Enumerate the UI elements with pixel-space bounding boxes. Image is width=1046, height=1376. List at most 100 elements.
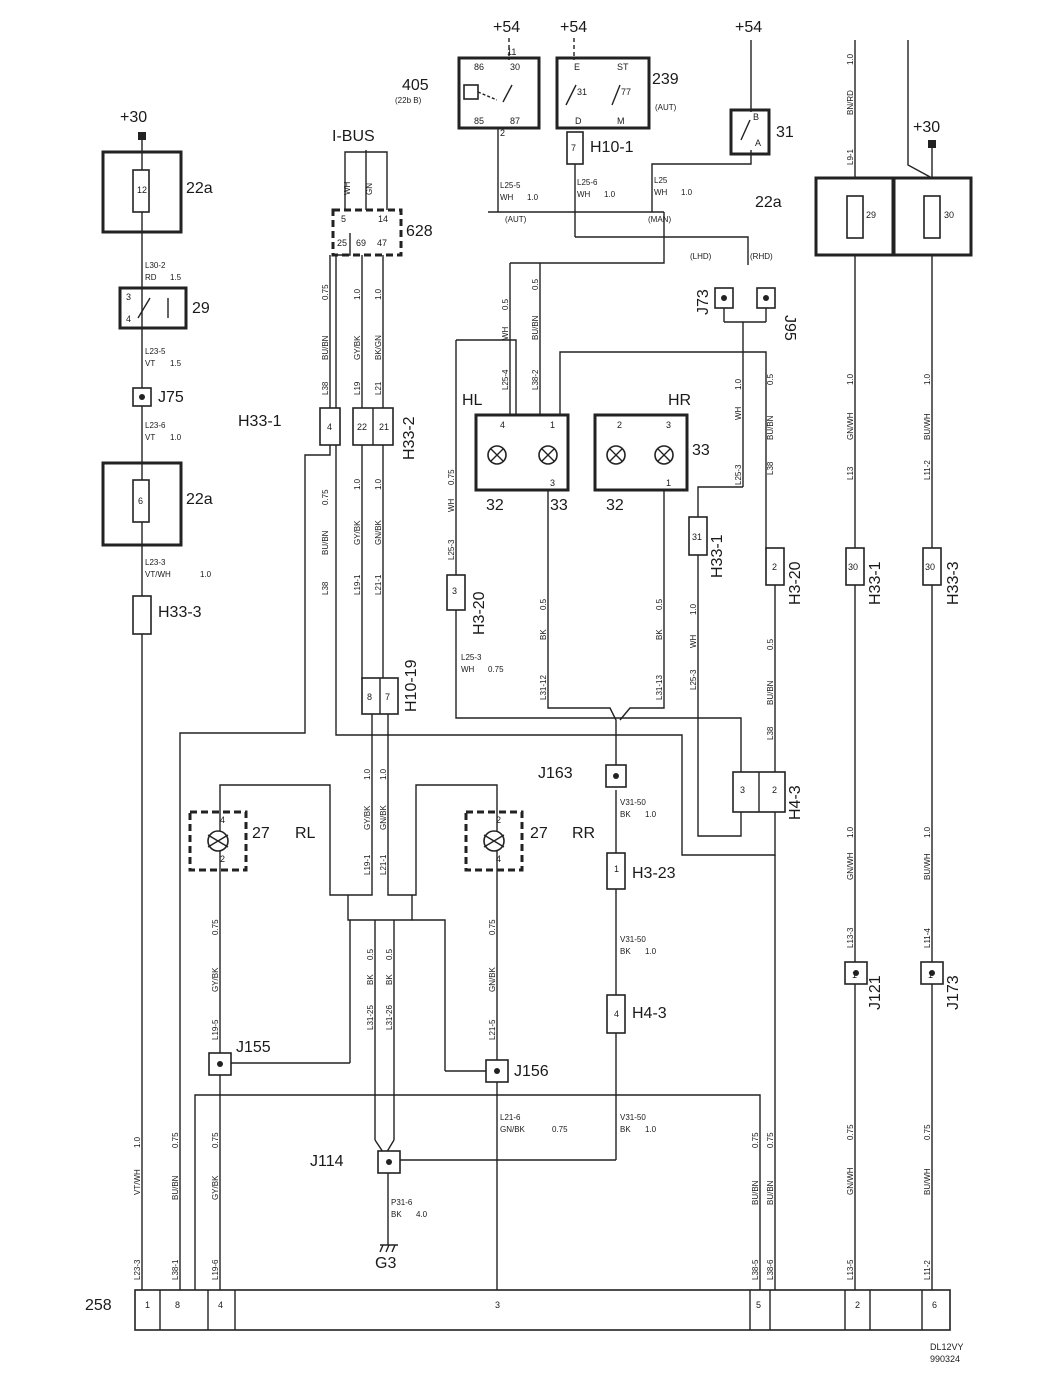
lamp-bulb-icon [487,445,674,465]
label-wires-w075: 0.75 [846,1124,855,1140]
label-wires-wh: WH [654,188,668,197]
label-wires-bubn: BU/BN [171,1175,180,1200]
label-wires-buwh: BU/WH [923,413,932,440]
component-label: 32 [606,497,624,514]
label-wires-bk: BK [391,1210,402,1219]
label-pins-b1: 1 [928,970,933,980]
label-wires-l38_6: L38-6 [766,1259,775,1280]
label-wires-bnrd: BN/RD [846,90,855,115]
label-wires-w10: 1.0 [604,190,616,199]
label-wires-w10: 1.0 [379,768,388,780]
label-pins-b1: 1 [852,970,857,980]
label-pins-sm: M [617,116,625,126]
component-label: J95 [781,315,798,341]
relay-405-box [457,56,541,130]
label-wires-l31_13: L31-13 [655,675,664,700]
label-wires-gnwh: GN/WH [846,412,855,440]
label-wires-bubn: BU/BN [531,315,540,340]
label-wires-bk: BK [620,810,631,819]
label-wires-l38_1: L38-1 [171,1259,180,1280]
label-wires-wh: WH [734,406,743,420]
label-wires-bk: BK [620,1125,631,1134]
label-wires-w05: 0.5 [766,373,775,385]
label-wires-w15: 1.5 [170,273,182,282]
fuse-number: 6 [138,496,143,506]
label-wires-gybk: GY/BK [363,805,372,830]
switch-31-box [729,108,771,156]
label-pins-ba: A [755,138,761,148]
label-pins-m5: 5 [341,214,346,224]
fuse-30-box [891,176,973,257]
switch-29-box [118,286,188,330]
label-wires-w05: 0.5 [501,298,510,310]
label-wires-v31_50: V31-50 [620,935,646,944]
label-pins-k3: 3 [126,292,131,302]
label-wires-w05: 0.5 [766,638,775,650]
label-wires-w10: 1.0 [846,373,855,385]
label-wires-w10: 1.0 [689,603,698,615]
label-pins-h22: 22 [357,422,367,432]
label-pins-m69: 69 [356,238,366,248]
connector-258-bar [134,1289,951,1331]
label-pins-r30: 30 [510,62,520,72]
h10-1-connector [566,131,584,165]
label-wires-w10: 1.0 [923,373,932,385]
label-wires-w075: 0.75 [447,469,456,485]
label-wires-l23_6: L23-6 [145,421,166,430]
label-pins-l3: 3 [550,478,555,488]
ground-icon [379,1244,398,1253]
component-label: 27 [252,825,270,842]
connector-label: H3-20 [471,591,488,635]
connector-label: H4-3 [632,1005,667,1022]
label-wires-p31_6: P31-6 [391,1198,413,1207]
label-wires-l25_6: L25-6 [577,178,598,187]
label-wires-w075: 0.75 [923,1124,932,1140]
label-wires-l11_2: L11-2 [923,460,932,480]
label-wires-bubn: BU/BN [751,1180,760,1205]
connector-label: H4-3 [787,785,804,820]
component-label: 32 [486,497,504,514]
connector-label: H33-3 [945,561,962,605]
label-pins-l4: 4 [496,854,501,864]
component-label: J114 [310,1153,344,1170]
fuse-number: 29 [866,210,876,220]
label-wires-w10: 1.0 [681,188,693,197]
label-wires-w10: 1.0 [353,478,362,490]
component-label: 405 [402,77,429,94]
label-wires-l38: L38 [766,726,775,740]
option-label: (RHD) [750,252,773,261]
label-wires-l38_5: L38-5 [751,1259,760,1280]
label-wires-buwh: BU/WH [923,853,932,880]
label-wires-v31_50: V31-50 [620,798,646,807]
label-wires-l19_6: L19-6 [211,1259,220,1280]
component-label: HL [462,392,483,409]
connector-label: H33-1 [709,534,726,578]
label-wires-w15: 1.5 [170,359,182,368]
supply-label: +54 [493,19,520,36]
label-wires-bk: BK [539,629,548,640]
wires [141,38,933,1290]
connector-label: H10-19 [403,659,420,712]
label-pins-b2: 2 [772,785,777,795]
label-wires-wh: WH [501,326,510,340]
label-wires-l31_26: L31-26 [385,1005,394,1030]
label-wires-w075: 0.75 [171,1132,180,1148]
label-wires-w075: 0.75 [321,284,330,300]
supply-label: +54 [560,19,587,36]
component-label: RR [572,825,595,842]
h3-20-right-connector [765,547,785,586]
label-wires-gnwh: GN/WH [846,852,855,880]
h33-1-connector [319,407,341,446]
label-wires-gnbk: GN/BK [500,1125,526,1134]
label-wires-l31_25: L31-25 [366,1005,375,1030]
label-pins-l1: 1 [550,420,555,430]
label-pins-h8: 8 [367,692,372,702]
label-wires-l23_3: L23-3 [145,558,166,567]
labels: +30 +30 +54 +54 +54 12 6 29 30 22a 22a 2… [85,19,964,1364]
label-wires-gnbk: GN/BK [374,519,383,545]
label-pins-s31: 31 [577,87,587,97]
label-pins-m25: 25 [337,238,347,248]
component-label: HR [668,392,691,409]
label-wires-l21_5: L21-5 [488,1019,497,1040]
